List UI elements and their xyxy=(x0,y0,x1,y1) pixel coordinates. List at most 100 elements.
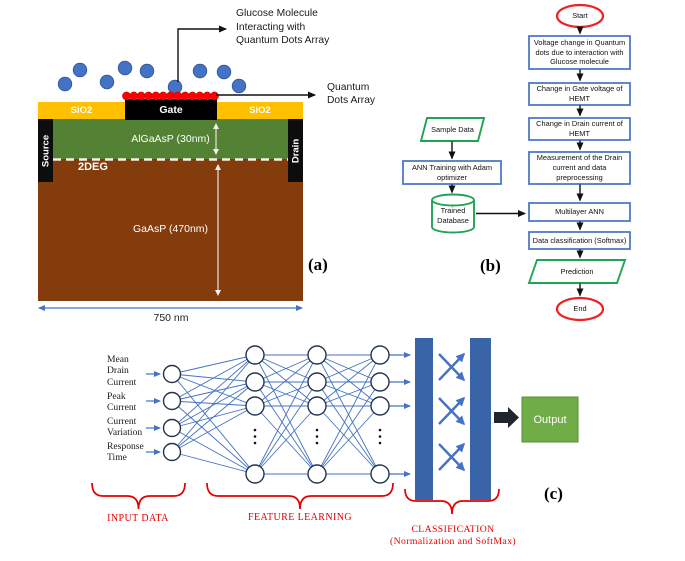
nn-ellipsis-dot xyxy=(378,435,382,438)
flow-box-drain-label: Change in Drain current of HEMT xyxy=(536,119,623,138)
flow-box-multilayer-ann-label: Multilayer ANN xyxy=(555,207,604,217)
nn-node xyxy=(307,396,327,416)
panel-b-label: (b) xyxy=(480,256,501,275)
quantum-dot xyxy=(210,91,219,101)
flow-end-ellipse xyxy=(555,296,605,322)
flow-box-ann-training xyxy=(402,160,502,185)
device-width-label: 750 nm xyxy=(153,311,189,324)
nn-node xyxy=(307,372,327,392)
nn-input-label-current-variation: Current Variation xyxy=(107,416,143,439)
flow-box-voltage-label: Voltage change in Quantum dots due to in… xyxy=(533,37,626,67)
nn-node xyxy=(370,345,390,365)
output-arrow xyxy=(494,407,519,428)
quantum-dot xyxy=(180,91,190,101)
nn-node xyxy=(162,442,182,462)
glucose-molecule-dot xyxy=(99,74,115,90)
glucose-molecule-dot xyxy=(216,64,232,80)
flow-box-multilayer-ann xyxy=(528,202,631,222)
nn-node xyxy=(370,396,390,416)
nn-node xyxy=(245,396,265,416)
barrier-layer xyxy=(53,119,288,159)
flow-box-measure xyxy=(528,151,631,185)
glucose-molecule-dot xyxy=(117,60,133,76)
output-box xyxy=(521,396,579,443)
substrate-layer xyxy=(38,159,303,301)
glucose-annotation-arrow xyxy=(177,25,227,82)
quantum-dot xyxy=(166,91,175,101)
nn-node xyxy=(162,391,182,411)
flow-database-cylinder-body xyxy=(431,200,475,234)
nn-ellipsis-dot xyxy=(315,428,319,432)
flow-ann-training-label: ANN Training with Adam optimizer xyxy=(411,162,493,182)
nn-node xyxy=(307,345,327,365)
neural-network xyxy=(146,345,411,484)
section-brace xyxy=(404,488,500,515)
flow-arrows xyxy=(448,26,584,297)
flow-box-measure-label: Measurement of the Drain current and dat… xyxy=(536,153,623,182)
quantum-dot xyxy=(129,91,139,101)
glucose-molecule-dot xyxy=(192,63,208,79)
flow-sample-data-parallelogram xyxy=(419,117,486,142)
nn-node xyxy=(245,372,265,392)
flow-end-label: End xyxy=(573,304,587,314)
quantum-dot xyxy=(144,91,153,101)
nn-ellipsis-dot xyxy=(253,428,257,432)
flow-prediction-parallelogram xyxy=(527,259,627,284)
drain-contact xyxy=(288,119,303,182)
flow-database-cylinder-top xyxy=(431,193,475,207)
flow-box-voltage xyxy=(528,35,631,70)
classification-block xyxy=(415,338,579,500)
quantum-dot xyxy=(122,91,131,101)
nn-node xyxy=(245,345,265,365)
nn-connections xyxy=(171,354,381,475)
nn-node xyxy=(370,372,390,392)
glucose-molecule-dot xyxy=(231,78,247,94)
nn-node xyxy=(307,464,327,484)
quantum-dot xyxy=(202,91,212,101)
normalization-bar-right xyxy=(470,338,491,500)
substrate-label: GaAsP (470nm) xyxy=(132,222,209,235)
nn-ellipsis-dot xyxy=(378,441,382,445)
flow-box-gate-label: Change in Gate voltage of HEMT xyxy=(536,84,623,103)
panel-a-label: (a) xyxy=(308,255,328,274)
nn-ellipsis-dot xyxy=(378,428,382,432)
flow-box-classification-label: Data classification (Softmax) xyxy=(532,235,627,245)
section-brace xyxy=(91,482,186,510)
gate-block xyxy=(125,99,217,120)
quantum-dots-annotation: Quantum Dots Array xyxy=(327,82,376,106)
flow-box-classification xyxy=(528,231,631,250)
glucose-molecule-dot xyxy=(57,76,73,92)
flow-prediction-label: Prediction xyxy=(560,266,594,276)
glucose-annotation: Glucose Molecule Interacting with Quantu… xyxy=(236,8,330,46)
glucose-molecule-dot xyxy=(72,62,88,78)
section-input-data-label: INPUT DATA xyxy=(107,513,169,524)
hemt-device-schematic xyxy=(38,25,316,311)
nn-node xyxy=(245,464,265,484)
nn-ellipsis-dot xyxy=(253,435,257,438)
quantum-dot xyxy=(173,91,183,101)
glucose-molecule-dot xyxy=(139,63,155,79)
output-box-label: Output xyxy=(533,413,567,426)
flow-trained-db-label: Trained Database xyxy=(437,205,469,225)
quantum-dot xyxy=(188,91,197,101)
section-classification-label: CLASSIFICATION (Normalization and SoftMa… xyxy=(390,524,516,547)
nn-node xyxy=(162,364,182,384)
sio2-left-label: SiO2 xyxy=(70,105,93,116)
section-braces xyxy=(91,482,500,515)
flow-box-gate xyxy=(528,82,631,106)
quantum-dot xyxy=(158,91,168,101)
section-brace xyxy=(206,482,394,510)
nn-input-label-peak-current: Peak Current xyxy=(107,391,137,414)
sio2-right-label: SiO2 xyxy=(249,105,271,116)
sio2-left-block xyxy=(38,102,125,119)
nn-ellipsis-dot xyxy=(315,435,319,438)
section-feature-learning-label: FEATURE LEARNING xyxy=(248,512,352,523)
source-label: Source xyxy=(40,134,51,167)
drain-label: Drain xyxy=(290,138,301,163)
nn-nodes xyxy=(162,345,390,484)
source-contact xyxy=(38,119,53,182)
molecule-dots xyxy=(57,60,247,101)
panel-c-label: (c) xyxy=(544,484,563,503)
